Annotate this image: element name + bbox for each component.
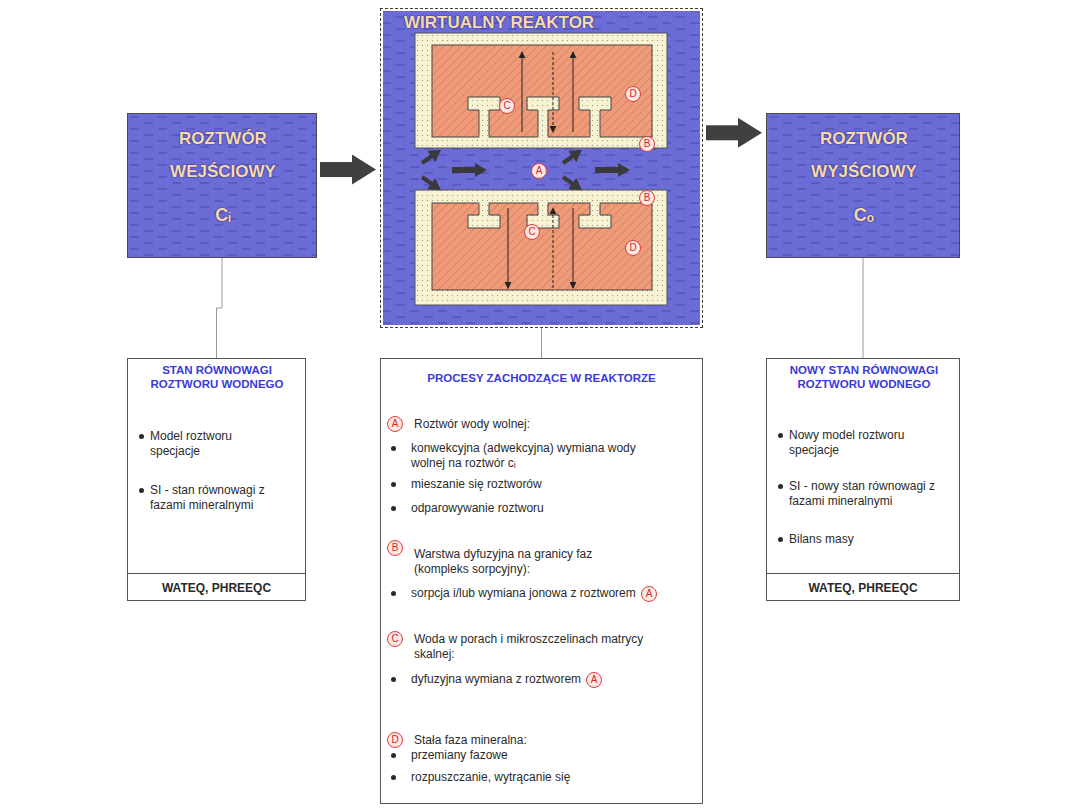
bullet-text: Bilans masy: [789, 532, 854, 547]
solution-title: ROZTWÓR WYJŚCIOWY: [799, 122, 929, 188]
bullet-text: dyfuzyjna wymiana z roztworem: [411, 672, 581, 687]
callout-letter: A: [531, 163, 547, 179]
leader-line: [863, 258, 864, 358]
bullet-text: Model roztworu specjacje: [150, 429, 260, 459]
callout-letter: C: [387, 631, 403, 647]
bullet-text: SI - nowy stan równowagi z fazami minera…: [789, 479, 949, 509]
flow-arrow: [595, 167, 619, 173]
reactor-title: WIRTUALNY REAKTOR: [404, 13, 594, 33]
pore: [579, 203, 611, 228]
bullet-dot: [778, 484, 783, 489]
bullet-text: sorpcja i/lub wymiana jonowa z roztworem: [411, 586, 636, 601]
diffusion-arrow: [573, 208, 574, 288]
callout-letter: D: [625, 86, 641, 102]
bullet-dot: [139, 434, 144, 439]
info-panel: NOWY STAN RÓWNOWAGI ROZTWORU WODNEGO Nowy…: [766, 358, 960, 601]
footer-rule: [767, 573, 959, 574]
panel-heading: NOWY STAN RÓWNOWAGI ROZTWORU WODNEGO: [775, 363, 953, 391]
flow-arrow: [706, 125, 738, 140]
bullet-dot: [391, 775, 396, 780]
concentration-symbol: Cᵢ: [158, 204, 288, 226]
diffusion-arrow: [553, 52, 554, 132]
software-note: WATEQ, PHREEQC: [767, 581, 959, 596]
bullet-dot: [391, 677, 396, 682]
bullet-text: odparowywanie roztworu: [411, 501, 544, 516]
process-panel: PROCESY ZACHODZĄCE W REAKTORZE A Roztwór w…: [380, 358, 703, 804]
bullet-text: SI - stan równowagi z fazami mineralnymi: [150, 483, 300, 513]
diffusion-arrow: [508, 208, 509, 288]
bullet-dot: [778, 433, 783, 438]
pore: [468, 203, 500, 228]
diffusion-arrow: [553, 208, 554, 288]
mineral-phase: [432, 45, 652, 137]
bullet-text: mieszanie się roztworów: [411, 477, 542, 492]
bullet-dot: [391, 506, 396, 511]
bullet-text: przemiany fazowe: [411, 748, 508, 763]
output-solution-box: ROZTWÓR WYJŚCIOWY Cₒ: [766, 113, 960, 258]
exchange-arrow: [422, 156, 432, 163]
exchange-arrow: [422, 177, 432, 184]
free-water: [383, 11, 700, 325]
diffusion-arrow: [522, 52, 523, 132]
callout-letter: B: [387, 540, 403, 556]
panel-heading: PROCESY ZACHODZĄCE W REAKTORZE: [381, 371, 702, 385]
bullet-text: Nowy model roztworu specjacje: [789, 428, 924, 458]
exchange-arrow: [563, 177, 573, 184]
bullet-dot: [391, 591, 396, 596]
bullet-text: konwekcyjna (adwekcyjna) wymiana wody wo…: [411, 441, 641, 471]
callout-letter: D: [387, 732, 403, 748]
section-heading: Stała faza mineralna:: [414, 733, 527, 748]
section-heading: Woda w porach i mikroszczelinach matrycy…: [414, 632, 676, 662]
section-heading: Roztwór wody wolnej:: [414, 417, 530, 432]
virtual-reactor: WIRTUALNY REAKTOR C D B A B C D: [380, 8, 703, 328]
mineral-phase: [432, 203, 652, 290]
leader-line: [541, 328, 542, 358]
callout-letter: A: [586, 672, 602, 688]
leader-line: [217, 258, 223, 358]
exchange-arrow: [563, 156, 573, 163]
diffusion-arrow: [573, 52, 574, 132]
sorption-layer: [415, 190, 667, 305]
callout-letter: C: [524, 224, 540, 240]
footer-rule: [128, 573, 305, 574]
panel-heading: STAN RÓWNOWAGI ROZTWORU WODNEGO: [136, 363, 298, 391]
bullet-dot: [778, 537, 783, 542]
concentration-symbol: Cₒ: [799, 204, 929, 226]
bullet-dot: [391, 482, 396, 487]
sorption-layer: [415, 33, 667, 148]
bullet-dot: [391, 446, 396, 451]
callout-letter: A: [387, 416, 403, 432]
callout-letter: B: [639, 136, 655, 152]
callout-letter: D: [625, 240, 641, 256]
flow-arrow: [452, 167, 476, 173]
flow-arrow: [320, 162, 352, 177]
callout-letter: A: [641, 586, 657, 602]
section-heading: Warstwa dyfuzyjna na granicy faz (komple…: [414, 547, 629, 577]
solution-title: ROZTWÓR WEJŚCIOWY: [158, 122, 288, 188]
info-panel: STAN RÓWNOWAGI ROZTWORU WODNEGO Model roz…: [127, 358, 306, 601]
input-solution-box: ROZTWÓR WEJŚCIOWY Cᵢ: [127, 113, 317, 258]
callout-letter: B: [639, 190, 655, 206]
callout-letter: C: [499, 98, 515, 114]
bullet-dot: [139, 488, 144, 493]
pore: [579, 97, 611, 137]
software-note: WATEQ, PHREEQC: [128, 581, 305, 596]
pore: [527, 97, 559, 137]
pore: [468, 97, 500, 137]
bullet-dot: [391, 753, 396, 758]
bullet-text: rozpuszczanie, wytrącanie się: [411, 770, 570, 785]
